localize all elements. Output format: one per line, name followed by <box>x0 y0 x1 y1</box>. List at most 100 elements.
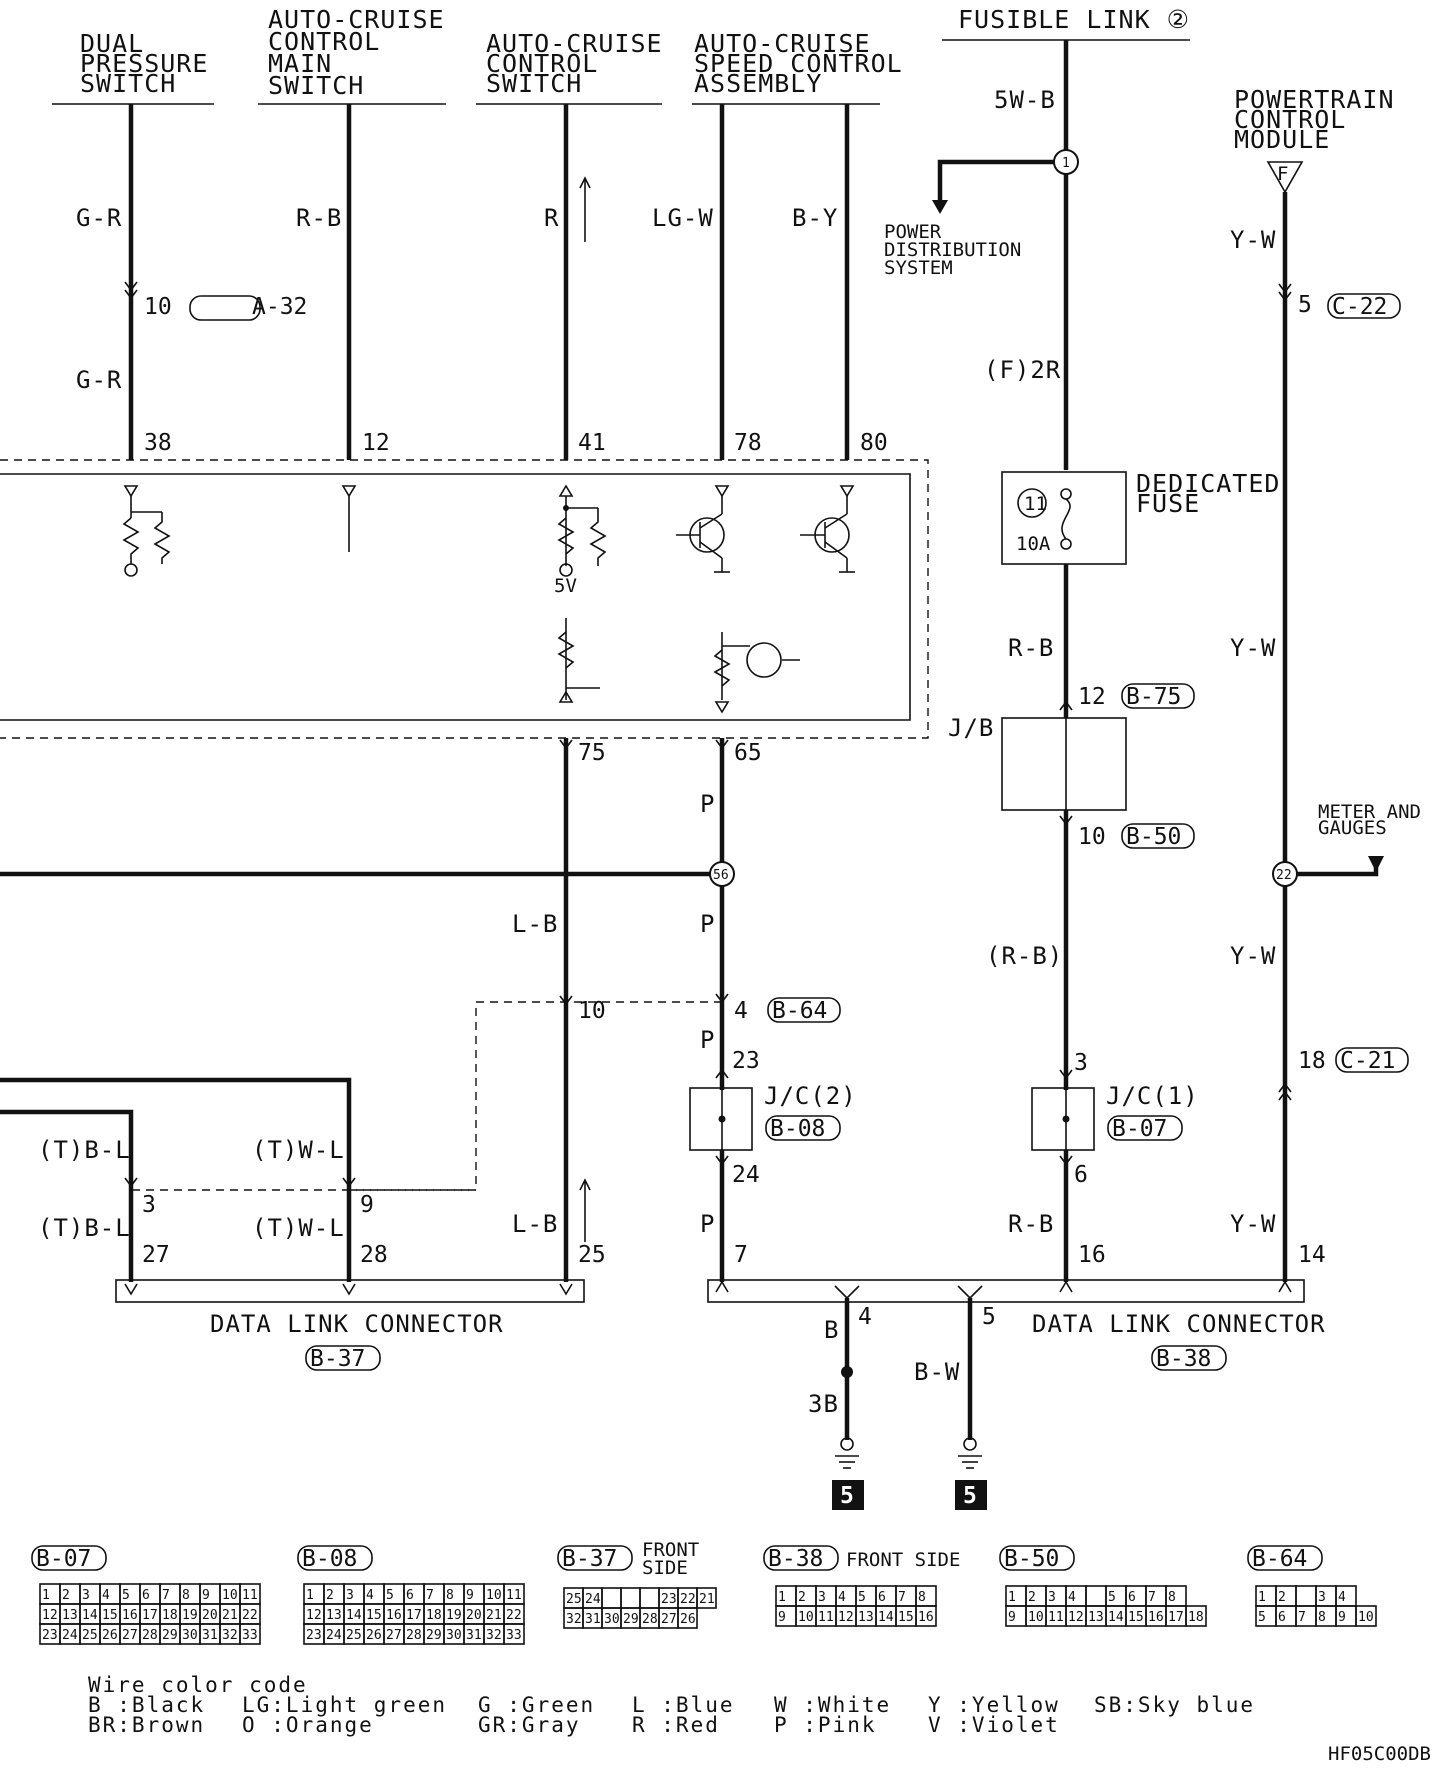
svg-text:CONTROL: CONTROL <box>268 27 380 56</box>
connector-pin-number: 28 <box>142 1628 158 1643</box>
svg-text:L-B: L-B <box>512 910 558 938</box>
ground-point-label: 5 <box>963 1483 977 1509</box>
wire-speed-control-by: B-Y 80 <box>792 104 888 460</box>
svg-text:Y-W: Y-W <box>1230 634 1276 662</box>
connector-pin-number: 1 <box>1258 1590 1266 1605</box>
output-transistor-80 <box>800 496 855 573</box>
connector-pin-number: 13 <box>858 1610 874 1625</box>
connector-pin-number: 29 <box>623 1612 639 1627</box>
svg-text:GR:Gray: GR:Gray <box>478 1713 581 1737</box>
dedicated-fuse: 11 10A DEDICATED FUSE <box>1001 469 1280 565</box>
svg-text:DEDICATED: DEDICATED <box>1136 469 1280 498</box>
svg-text:AUTO-CRUISE: AUTO-CRUISE <box>486 29 663 58</box>
connector-pin-number: 10 <box>486 1588 502 1603</box>
connector-pin-number: 7 <box>1148 1590 1156 1605</box>
svg-text:AUTO-CRUISE: AUTO-CRUISE <box>268 5 445 34</box>
svg-text:23: 23 <box>732 1048 760 1074</box>
connector-pin-number: 28 <box>642 1612 658 1627</box>
connector-cavity <box>1185 1605 1207 1627</box>
connector-pin-number: 16 <box>1148 1610 1164 1625</box>
connector-pin-number: 25 <box>566 1592 582 1607</box>
svg-text:DISTRIBUTION: DISTRIBUTION <box>884 239 1021 261</box>
connector-pin-number: 14 <box>346 1608 362 1623</box>
wire-speed-control-lgw: LG-W 78 <box>652 104 762 460</box>
wire-ground-bw: 5 B-W 5 <box>914 1298 996 1510</box>
connector-pin-number: 11 <box>242 1588 258 1603</box>
ground-point-label: 5 <box>840 1483 854 1509</box>
svg-text:SYSTEM: SYSTEM <box>884 257 953 279</box>
wire-ground-b: 4 B 3B 5 <box>808 1298 872 1510</box>
svg-text:80: 80 <box>860 430 888 456</box>
svg-text:10: 10 <box>1078 824 1106 850</box>
svg-text:3: 3 <box>1074 1050 1088 1076</box>
connector-pin-number: 21 <box>486 1608 502 1623</box>
figure-code: HF05C00DB <box>1328 1743 1431 1765</box>
svg-text:B-64: B-64 <box>1252 1546 1307 1572</box>
wire-control-switch: R 41 <box>544 104 606 460</box>
connector-pin-number: 21 <box>699 1592 715 1607</box>
svg-text:75: 75 <box>578 740 606 766</box>
jc2: J/C(2) B-08 <box>689 1082 856 1151</box>
splice-22: 22 <box>1276 868 1292 883</box>
connector-pin-number: 5 <box>1258 1610 1266 1625</box>
svg-text:16: 16 <box>1078 1242 1106 1268</box>
svg-text:3B: 3B <box>808 1390 839 1418</box>
connector-pin-number: 2 <box>1278 1590 1286 1605</box>
svg-text:FUSIBLE LINK ②: FUSIBLE LINK ② <box>958 5 1190 34</box>
svg-text:Y-W: Y-W <box>1230 226 1276 254</box>
connector-pin-number: 33 <box>242 1628 258 1643</box>
connector-pin-number: 6 <box>1278 1610 1286 1625</box>
svg-text:B: B <box>824 1316 839 1344</box>
connector-pin-number: 24 <box>326 1628 342 1643</box>
svg-text:DATA LINK CONNECTOR: DATA LINK CONNECTOR <box>210 1310 504 1338</box>
connector-cavity <box>1085 1585 1107 1607</box>
svg-text:11: 11 <box>1024 493 1047 515</box>
svg-text:Y :Yellow: Y :Yellow <box>928 1693 1060 1717</box>
connector-pin-number: 2 <box>798 1590 806 1605</box>
svg-text:24: 24 <box>732 1162 760 1188</box>
svg-text:FRONT SIDE: FRONT SIDE <box>846 1549 960 1571</box>
connector-pin-number: 28 <box>406 1628 422 1643</box>
svg-text:38: 38 <box>144 430 172 456</box>
connector-pin-number: 9 <box>1338 1610 1346 1625</box>
svg-text:AUTO-CRUISE: AUTO-CRUISE <box>694 29 871 58</box>
connector-cavity <box>639 1587 660 1609</box>
wire-jc2-to-dlc: 24 P 7 <box>700 1150 760 1282</box>
svg-text:5: 5 <box>982 1304 996 1330</box>
svg-text:J/C(1): J/C(1) <box>1106 1082 1199 1110</box>
connector-pin-number: 7 <box>898 1590 906 1605</box>
connector-pin-number: 27 <box>386 1628 402 1643</box>
svg-text:41: 41 <box>578 430 606 456</box>
connector-pin-number: 8 <box>1168 1590 1176 1605</box>
junction-block: J/B <box>948 714 1127 811</box>
wire-color-code-legend: Wire color code B :Black LG:Light green … <box>88 1673 1253 1737</box>
connector-pin-number: 31 <box>202 1628 218 1643</box>
connector-pin-number: 10 <box>222 1588 238 1603</box>
svg-text:SWITCH: SWITCH <box>268 71 364 100</box>
svg-text:DATA LINK CONNECTOR: DATA LINK CONNECTOR <box>1032 1310 1326 1338</box>
connector-pin-number: 26 <box>680 1612 696 1627</box>
svg-text:LG:Light green: LG:Light green <box>242 1693 447 1717</box>
connector-pin-number: 12 <box>838 1610 854 1625</box>
svg-text:G-R: G-R <box>76 366 122 394</box>
connector-pin-number: 12 <box>1068 1610 1084 1625</box>
auto-cruise-main-switch: AUTO-CRUISE CONTROL MAIN SWITCH <box>258 5 446 105</box>
connector-pin-number: 3 <box>818 1590 826 1605</box>
connector-ref-b08: B-08 <box>770 1116 825 1142</box>
connector-pin-number: 17 <box>1168 1610 1184 1625</box>
connector-pin-number: 20 <box>466 1608 482 1623</box>
connector-cavity <box>620 1587 641 1609</box>
connector-pin-number: 2 <box>62 1588 70 1603</box>
svg-text:12: 12 <box>362 430 390 456</box>
svg-text:FUSE: FUSE <box>1136 489 1200 518</box>
connector-pin-number: 14 <box>82 1608 98 1623</box>
connector-pin-number: 6 <box>142 1588 150 1603</box>
svg-text:G :Green: G :Green <box>478 1693 595 1717</box>
wire-dual-pressure: G-R 10 A-32 G-R 38 <box>76 104 307 460</box>
splice-1: 1 <box>1062 156 1070 171</box>
jc1: J/C(1) B-07 <box>1031 1082 1199 1151</box>
connector-pin-number: 4 <box>1338 1590 1346 1605</box>
